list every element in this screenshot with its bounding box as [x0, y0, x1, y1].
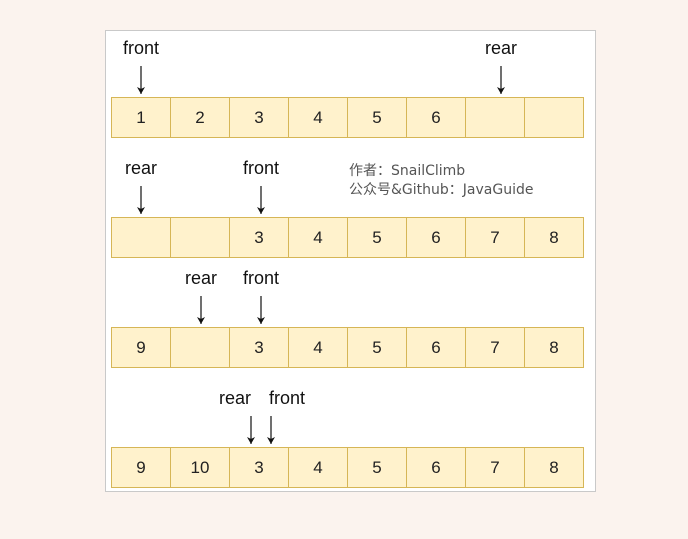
queue-cell: 5 [347, 217, 407, 258]
queue-cell: 6 [406, 447, 466, 488]
queue-cell: 3 [229, 97, 289, 138]
queue-cell: 2 [170, 97, 230, 138]
queue-cell [170, 327, 230, 368]
queue-cell [170, 217, 230, 258]
front-pointer-label: front [242, 158, 280, 178]
author-credit: 作者：SnailClimb 公众号&Github：JavaGuide [349, 162, 533, 200]
queue-cell: 5 [347, 327, 407, 368]
queue-cell: 6 [406, 327, 466, 368]
rear-pointer-label: rear [484, 38, 518, 58]
rear-pointer-label: rear [184, 268, 218, 288]
queue-cell: 10 [170, 447, 230, 488]
queue-cell: 7 [465, 217, 525, 258]
rear-pointer-label: rear [124, 158, 158, 178]
queue-cell: 4 [288, 97, 348, 138]
queue-cell: 8 [524, 447, 584, 488]
queue-cell: 1 [111, 97, 171, 138]
queue-cell: 9 [111, 327, 171, 368]
queue-cell: 7 [465, 447, 525, 488]
queue-cell: 8 [524, 217, 584, 258]
author-line: 作者：SnailClimb [349, 163, 466, 179]
front-pointer-label: front [242, 268, 280, 288]
front-pointer-label: front [122, 38, 160, 58]
queue-cell: 5 [347, 447, 407, 488]
queue-cell: 8 [524, 327, 584, 368]
queue-cell [111, 217, 171, 258]
queue-cell: 4 [288, 447, 348, 488]
queue-cell: 5 [347, 97, 407, 138]
queue-cell: 3 [229, 327, 289, 368]
queue-cell: 3 [229, 217, 289, 258]
queue-cell [524, 97, 584, 138]
queue-cell: 7 [465, 327, 525, 368]
queue-cell: 6 [406, 217, 466, 258]
queue-cell: 4 [288, 327, 348, 368]
queue-cell: 6 [406, 97, 466, 138]
front-pointer-label: front [268, 388, 306, 408]
rear-pointer-label: rear [218, 388, 252, 408]
queue-cell: 4 [288, 217, 348, 258]
account-line: 公众号&Github：JavaGuide [349, 182, 534, 198]
queue-cell: 9 [111, 447, 171, 488]
queue-cell: 3 [229, 447, 289, 488]
queue-cell [465, 97, 525, 138]
